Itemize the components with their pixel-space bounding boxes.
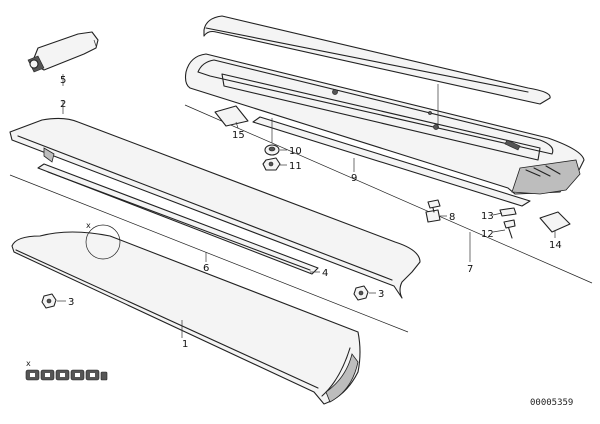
callout-3a: 3 xyxy=(68,297,74,308)
callout-2: 2 xyxy=(60,99,66,110)
nut-3a xyxy=(41,293,57,309)
main-spoiler-part-1 xyxy=(11,224,361,405)
callout-3b: 3 xyxy=(378,289,384,300)
callout-7: 7 xyxy=(467,264,473,275)
callout-10: 10 xyxy=(289,146,302,157)
callout-1: 1 xyxy=(182,339,188,350)
grommet-11 xyxy=(262,157,281,171)
reference-line-lower xyxy=(9,174,409,333)
callout-15: 15 xyxy=(232,130,245,141)
sealant-tube-part-5 xyxy=(27,31,99,73)
callout-11: 11 xyxy=(289,161,302,172)
spoiler-upper-piece xyxy=(9,117,421,299)
callout-12: 12 xyxy=(481,229,494,240)
bolt-8 xyxy=(425,199,441,223)
callout-6: 6 xyxy=(203,263,209,274)
callout-13: 13 xyxy=(481,211,494,222)
manufacturer-logo xyxy=(25,369,108,381)
detail-circle xyxy=(85,224,121,260)
callout-5: 5 xyxy=(60,75,66,86)
nut-3b xyxy=(353,285,369,301)
spoiler-base-part xyxy=(184,53,585,195)
callout-4: 4 xyxy=(322,268,328,279)
detail-marker: x xyxy=(86,221,91,230)
grommet-10 xyxy=(264,144,280,156)
seal-pad-15 xyxy=(214,105,249,127)
document-code: 00005359 xyxy=(530,398,573,408)
clip-13 xyxy=(499,207,517,217)
callout-8: 8 xyxy=(449,212,455,223)
top-cover-part xyxy=(203,15,551,105)
strip-part-9 xyxy=(252,116,531,207)
logo-marker: x xyxy=(26,359,31,368)
screw-12 xyxy=(503,219,516,239)
callout-14: 14 xyxy=(549,240,562,251)
callout-9: 9 xyxy=(351,173,357,184)
reference-line-upper xyxy=(184,104,593,284)
seal-pad-14 xyxy=(539,211,571,233)
